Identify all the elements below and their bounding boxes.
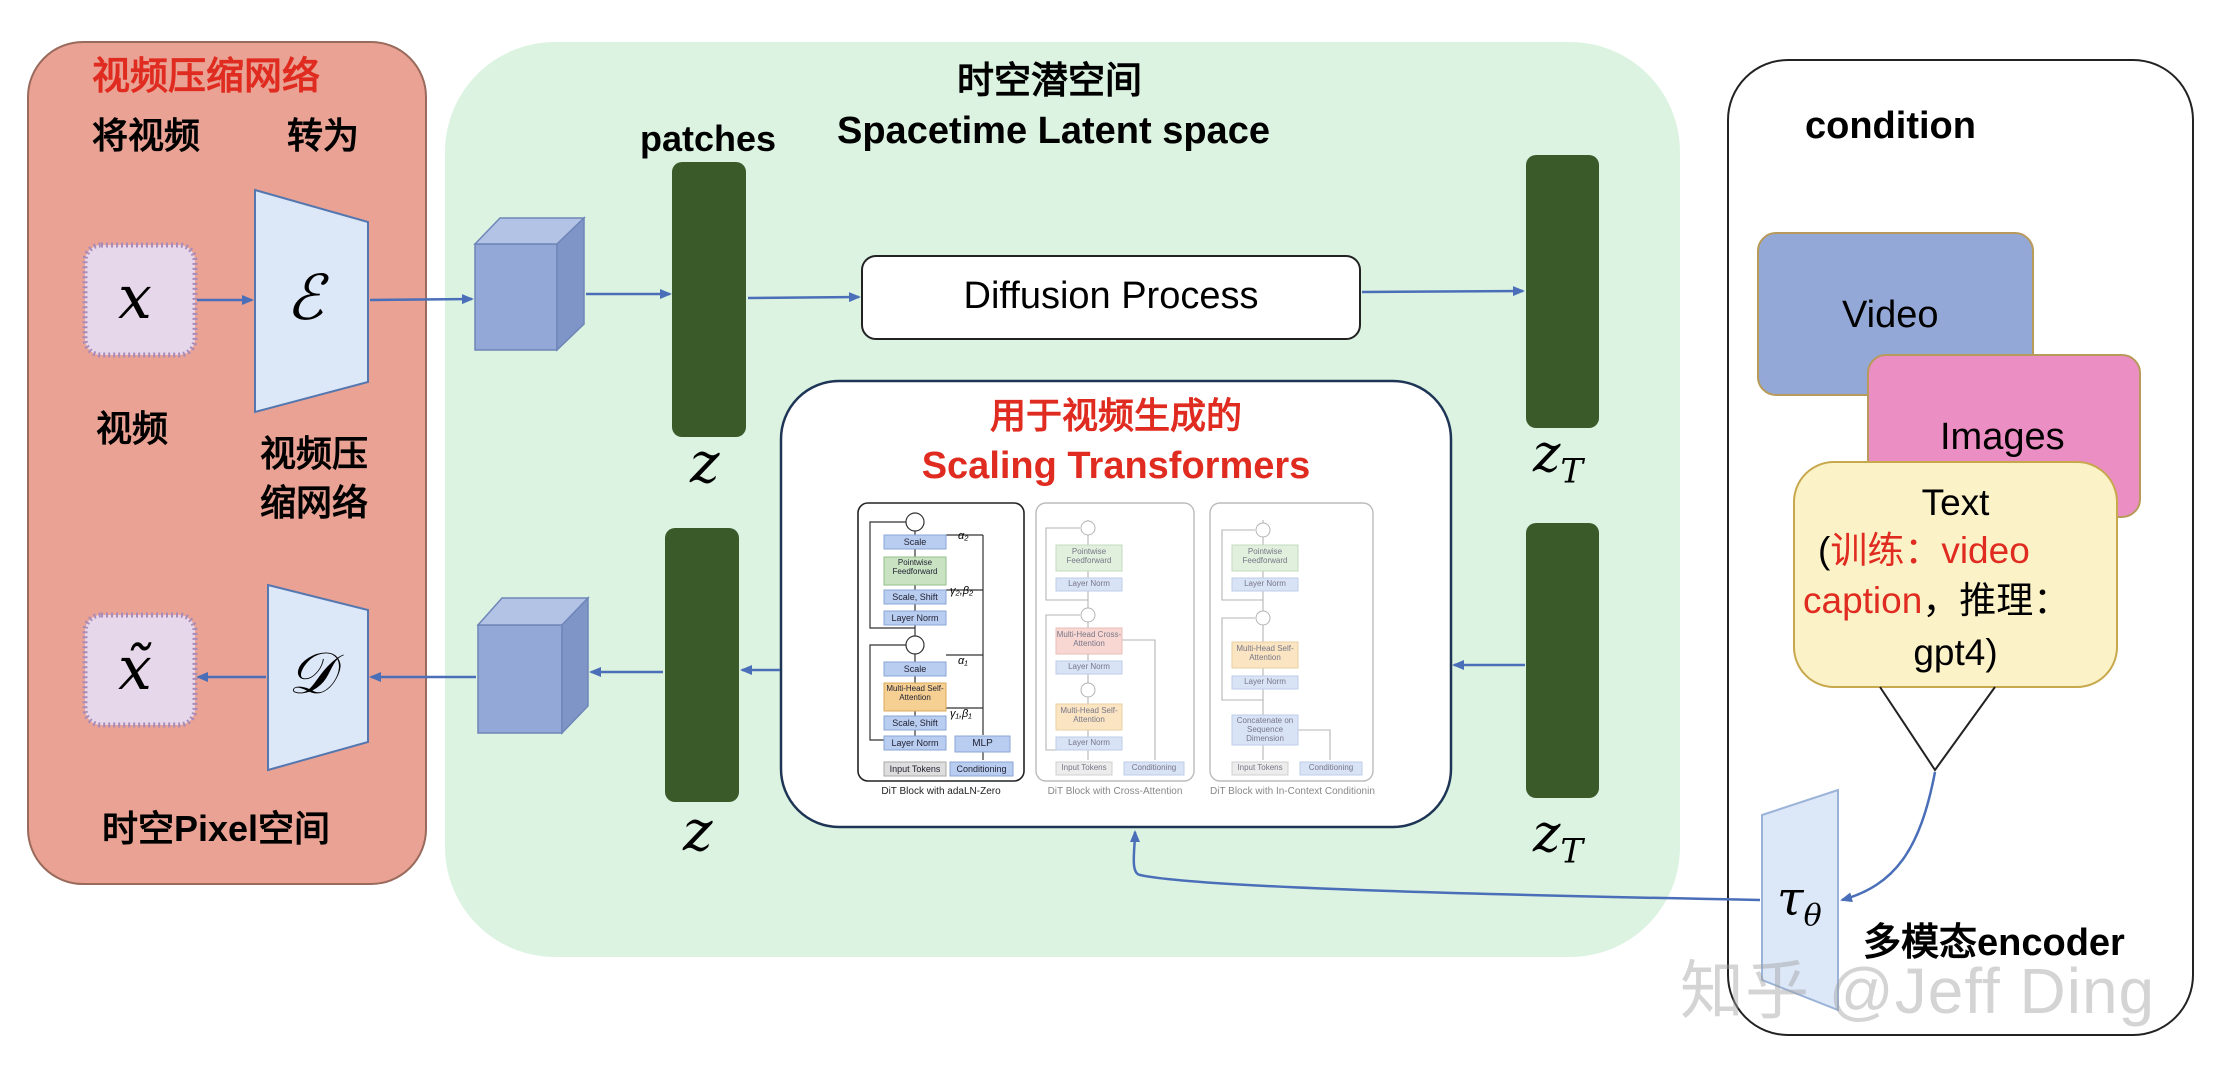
dit1-param-gamma1-beta1: γ₁,β₁ <box>950 708 972 720</box>
dit2-layernorm-2: Layer Norm <box>1068 662 1110 671</box>
tau-theta-symbol: τθ <box>1777 871 1822 934</box>
dit2-layernorm-3: Layer Norm <box>1068 738 1110 747</box>
dit1-self-attention: Multi-Head Self-Attention <box>886 684 944 703</box>
dit3-feedforward: Pointwise Feedforward <box>1242 547 1288 566</box>
multimodal-encoder-label: 多模态encoder <box>1863 922 2125 964</box>
dit3-input-tokens: Input Tokens <box>1237 763 1283 772</box>
text-card-line3: caption，推理： <box>1803 580 2071 621</box>
dit2-caption: DiT Block with Cross-Attention <box>1047 786 1183 797</box>
dit1-caption: DiT Block with adaLN-Zero <box>881 786 1001 797</box>
video-card-label: Video <box>1842 294 1939 336</box>
diffusion-process-label: Diffusion Process <box>963 275 1259 317</box>
arrow-callout-to-encoder <box>1840 771 1937 903</box>
dit1-scale-bottom: Scale <box>903 664 927 674</box>
arrow-encoder-to-cube <box>369 294 474 305</box>
dit1-conditioning: Conditioning <box>956 764 1007 774</box>
diffusion-process-box <box>861 255 1361 340</box>
callout-wedge <box>1879 686 1996 772</box>
encoder-trapezoid <box>254 188 369 414</box>
left-panel-subtitle-left: 将视频 <box>92 115 201 156</box>
zT-label-top: zT <box>1533 424 1584 492</box>
patches-label: patches <box>640 118 777 159</box>
dit1-layernorm-bottom: Layer Norm <box>891 738 939 748</box>
input-label: 视频 <box>96 408 169 449</box>
dit1-scale-shift-top: Scale, Shift <box>892 592 938 602</box>
z-label-bottom: z <box>683 799 713 864</box>
decoder-trapezoid <box>267 583 369 772</box>
latent-title-cn: 时空潜空间 <box>957 60 1142 101</box>
left-panel-subtitle-right: 转为 <box>287 115 360 156</box>
dit1-param-alpha2: α₂ <box>958 530 969 542</box>
decoder-symbol: 𝒟 <box>288 639 335 707</box>
output-video-box <box>82 612 198 728</box>
dit2-conditioning: Conditioning <box>1131 763 1177 772</box>
arrow-encoder-to-transformer <box>1129 830 1761 902</box>
dit3-self-attention: Multi-Head Self-Attention <box>1236 644 1294 663</box>
dit1-param-alpha1: α₁ <box>958 655 968 667</box>
dit1-input-tokens: Input Tokens <box>889 764 941 774</box>
left-panel-title: 视频压缩网络 <box>92 56 321 98</box>
dit3-caption: DiT Block with In-Context Conditionin <box>1210 786 1375 797</box>
dit2-layernorm-1: Layer Norm <box>1068 579 1110 588</box>
dit1-scale-shift-bottom: Scale, Shift <box>892 718 938 728</box>
condition-title: condition <box>1805 105 1976 147</box>
dit-block-1-internals <box>869 512 1014 777</box>
dit1-feedforward: Pointwise Feedforward <box>892 558 938 577</box>
dit-block-2-internals <box>1045 520 1185 776</box>
latent-cube-top <box>473 216 586 352</box>
zT-label-bottom: zT <box>1533 804 1584 872</box>
text-card <box>1793 461 2118 688</box>
noised-bar-top <box>1526 155 1599 428</box>
watermark: 知乎 @Jeff Ding <box>1680 955 2156 1027</box>
latent-cube-bottom <box>476 596 590 735</box>
output-symbol: x̃ <box>118 634 152 704</box>
encoder-symbol: ℰ <box>286 261 324 334</box>
input-video-box <box>82 242 198 358</box>
dit3-layernorm-1: Layer Norm <box>1244 579 1286 588</box>
images-card-label: Images <box>1940 416 2065 458</box>
multimodal-encoder-trapezoid <box>1761 788 1839 1012</box>
dit1-param-gamma2-beta2: γ₂,β₂ <box>950 585 974 597</box>
transformer-title-cn: 用于视频生成的 <box>989 395 1242 436</box>
noised-bar-bottom <box>1526 523 1599 798</box>
dit3-concatenate: Concatenate on Sequence Dimension <box>1236 716 1294 744</box>
dit2-input-tokens: Input Tokens <box>1061 763 1107 772</box>
text-card-line4: gpt4) <box>1913 632 1998 673</box>
dit3-layernorm-2: Layer Norm <box>1244 677 1286 686</box>
dit-block-3-internals <box>1221 520 1363 776</box>
dit3-conditioning: Conditioning <box>1308 763 1354 772</box>
arrow-patches-to-diffusion <box>747 292 861 303</box>
patches-bar-top <box>672 162 746 437</box>
dit1-mlp: MLP <box>972 738 993 749</box>
z-label-top: z <box>690 431 720 496</box>
dit1-scale-top: Scale <box>903 537 927 547</box>
input-symbol: x <box>118 263 152 333</box>
text-card-line2: (训练：video <box>1818 530 2030 571</box>
pixel-space-label: 时空Pixel空间 <box>102 808 331 849</box>
transformer-title-en: Scaling Transformers <box>921 445 1311 487</box>
arrow-diffusion-to-zT <box>1361 286 1525 297</box>
dit2-feedforward: Pointwise Feedforward <box>1066 547 1112 566</box>
dit2-self-attention: Multi-Head Self-Attention <box>1060 706 1118 725</box>
encoder-label-line1: 视频压 <box>260 433 369 474</box>
latent-title-en: Spacetime Latent space <box>837 110 1270 152</box>
latent-bar-bottom <box>665 528 739 802</box>
encoder-label-line2: 缩网络 <box>260 482 369 523</box>
text-card-line1: Text <box>1921 482 1990 523</box>
dit2-cross-attention: Multi-Head Cross-Attention <box>1056 630 1122 649</box>
dit1-layernorm-top: Layer Norm <box>891 613 939 623</box>
